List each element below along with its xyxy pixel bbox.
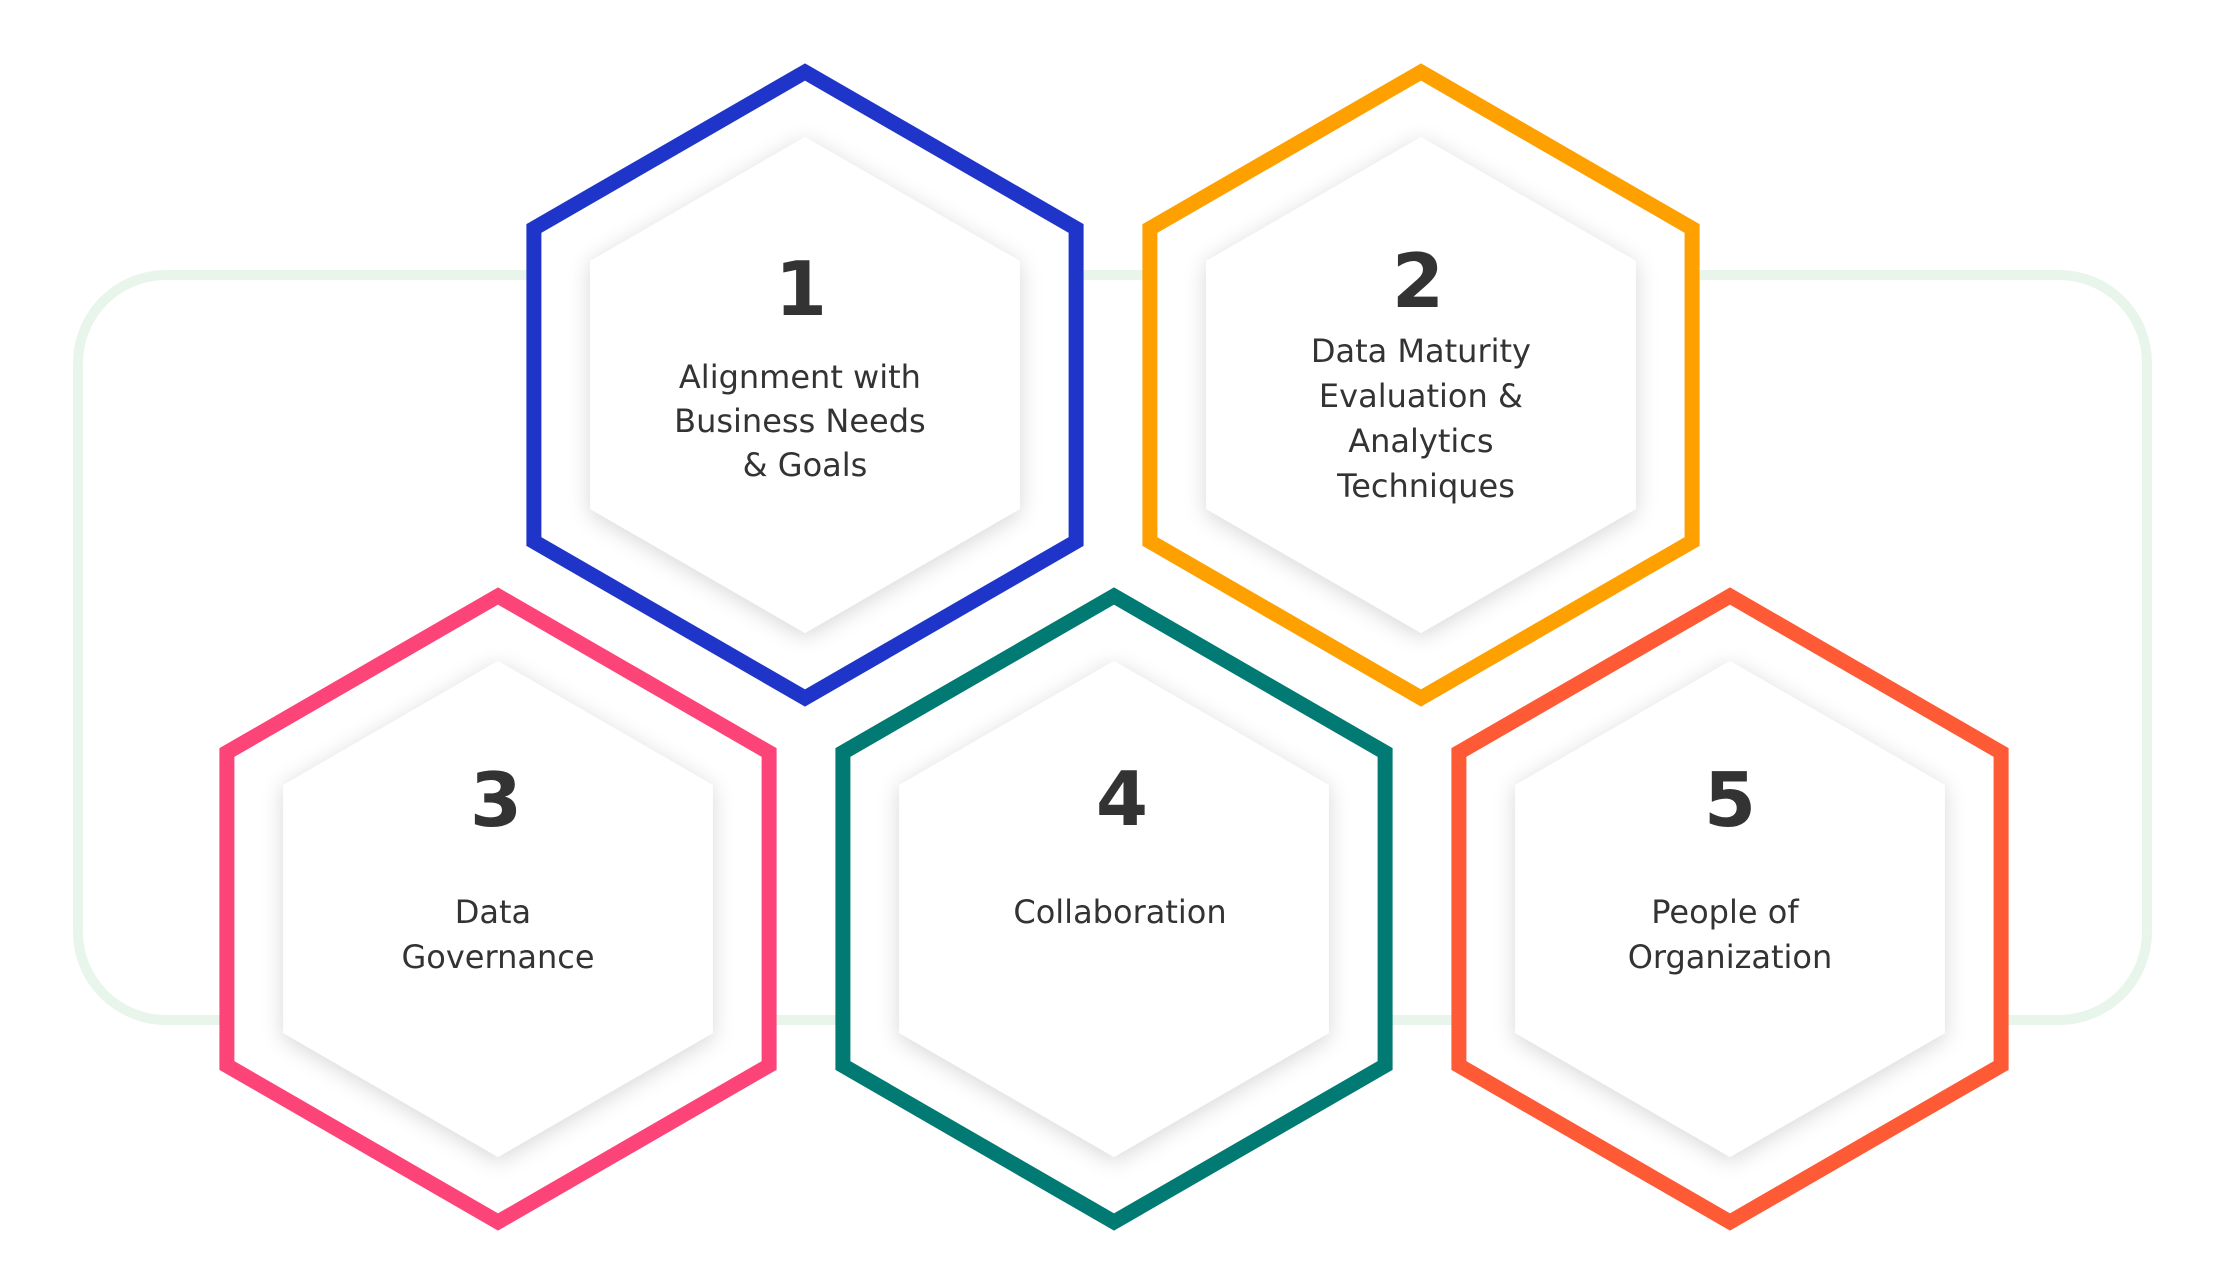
- hexagon-label-line: Governance: [401, 938, 594, 976]
- hexagon-label-line: Organization: [1628, 938, 1833, 976]
- hexagon-number: 1: [775, 245, 827, 333]
- hexagon-inner-panel: [899, 661, 1329, 1157]
- hexagon-label-line: Data: [455, 893, 531, 931]
- hexagon-item-4: 4 Collaboration: [835, 587, 1393, 1231]
- hexagon-item-2: 2 Data Maturity Evaluation & Analytics T…: [1142, 63, 1700, 707]
- hexagon-inner-panel: [283, 661, 713, 1157]
- hexagon-item-5: 5 People of Organization: [1451, 587, 2009, 1231]
- hexagon-label: Alignment with Business Needs & Goals: [674, 358, 936, 484]
- hexagon-label-line: Analytics: [1348, 422, 1493, 460]
- hexagon-inner-panel: [590, 137, 1020, 633]
- hexagon-label: Data Maturity Evaluation & Analytics Tec…: [1311, 332, 1541, 505]
- hexagon-inner-panel: [1206, 137, 1636, 633]
- hexagon-label: Collaboration: [1013, 893, 1226, 931]
- hexagon-label-line: People of: [1651, 893, 1799, 931]
- hexagon-item-1: 1 Alignment with Business Needs & Goals: [526, 63, 1084, 707]
- hexagon-label: People of Organization: [1628, 893, 1833, 976]
- hexagon-label-line: Alignment with: [679, 358, 921, 396]
- hexagon-label-line: Techniques: [1336, 467, 1515, 505]
- hexagon-number: 5: [1704, 756, 1756, 844]
- hexagon-label-line: Collaboration: [1013, 893, 1226, 931]
- hexagon-item-3: 3 Data Governance: [219, 587, 777, 1231]
- hexagon-label-line: Data Maturity: [1311, 332, 1531, 370]
- hexagon-label: Data Governance: [401, 893, 594, 976]
- hexagon-label-line: Evaluation &: [1319, 377, 1523, 415]
- hexagon-number: 4: [1096, 755, 1148, 843]
- hexagon-number: 2: [1392, 237, 1444, 325]
- hexagon-label-line: & Goals: [743, 446, 868, 484]
- hexagon-label-line: Business Needs: [674, 402, 926, 440]
- hexagon-inner-panel: [1515, 661, 1945, 1157]
- hexagon-number: 3: [470, 756, 522, 844]
